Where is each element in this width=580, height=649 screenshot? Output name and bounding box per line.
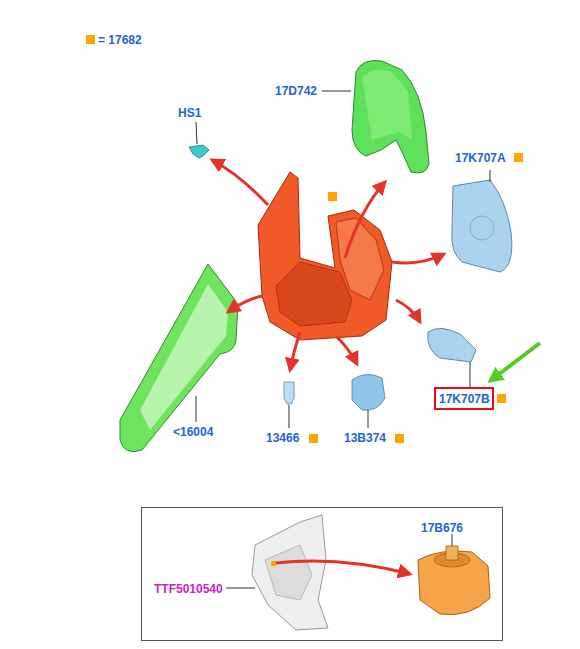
leader-line xyxy=(196,396,197,422)
mirror-housing xyxy=(258,172,392,340)
highlight-box: 17K707B xyxy=(434,387,494,410)
glass-detail xyxy=(470,216,494,240)
marker-square xyxy=(271,561,276,566)
inset-box: TTF5010540 17B676 xyxy=(141,507,503,641)
leader-line xyxy=(322,91,351,92)
legend-swatch xyxy=(86,35,95,44)
part-number: 17B676 xyxy=(421,521,463,535)
housing-detail xyxy=(265,545,312,600)
mirror-cap xyxy=(352,60,429,173)
leader-line xyxy=(470,362,471,387)
leader-line xyxy=(289,405,290,428)
sail-cover xyxy=(120,264,238,452)
part-number: TTF5010540 xyxy=(154,582,223,596)
sail-highlight xyxy=(140,284,228,430)
pointer-arrow xyxy=(490,343,540,381)
leader-line xyxy=(452,534,453,546)
housing-outline xyxy=(252,515,328,630)
housing-detail xyxy=(336,218,384,300)
leader-line xyxy=(368,410,369,428)
red-arrow xyxy=(336,336,357,364)
marker-square xyxy=(328,192,337,201)
part-number: 13B374 xyxy=(344,431,386,445)
leader-line xyxy=(196,122,197,144)
red-arrow xyxy=(290,332,300,370)
motor-part xyxy=(418,551,490,615)
part-number: <16004 xyxy=(173,425,213,439)
red-arrow xyxy=(392,254,444,263)
red-arrow xyxy=(396,300,420,322)
leader-line xyxy=(490,170,491,182)
red-arrow xyxy=(345,182,385,258)
part-number: 17K707B xyxy=(439,392,490,406)
legend-text: = 17682 xyxy=(98,33,142,47)
marker-square xyxy=(309,434,318,443)
housing-detail xyxy=(276,262,352,326)
explode-arrows xyxy=(212,160,444,370)
cap-highlight xyxy=(362,70,412,140)
mirror-glass xyxy=(452,180,512,272)
bulb-part xyxy=(284,382,294,404)
red-arrow xyxy=(228,296,262,312)
red-arrow xyxy=(276,561,410,574)
red-arrow xyxy=(212,160,268,205)
marker-square xyxy=(395,434,404,443)
part-number: 17D742 xyxy=(275,84,317,98)
marker-square xyxy=(514,153,523,162)
motor-shaft xyxy=(446,546,458,560)
part-number: HS1 xyxy=(178,106,201,120)
clip-part xyxy=(189,145,209,158)
spotter-glass xyxy=(428,328,476,362)
part-number: 17K707A xyxy=(455,151,506,165)
leader-line xyxy=(226,588,255,589)
part-number: 13466 xyxy=(266,431,299,445)
lamp-part xyxy=(352,374,385,410)
marker-square xyxy=(497,394,506,403)
